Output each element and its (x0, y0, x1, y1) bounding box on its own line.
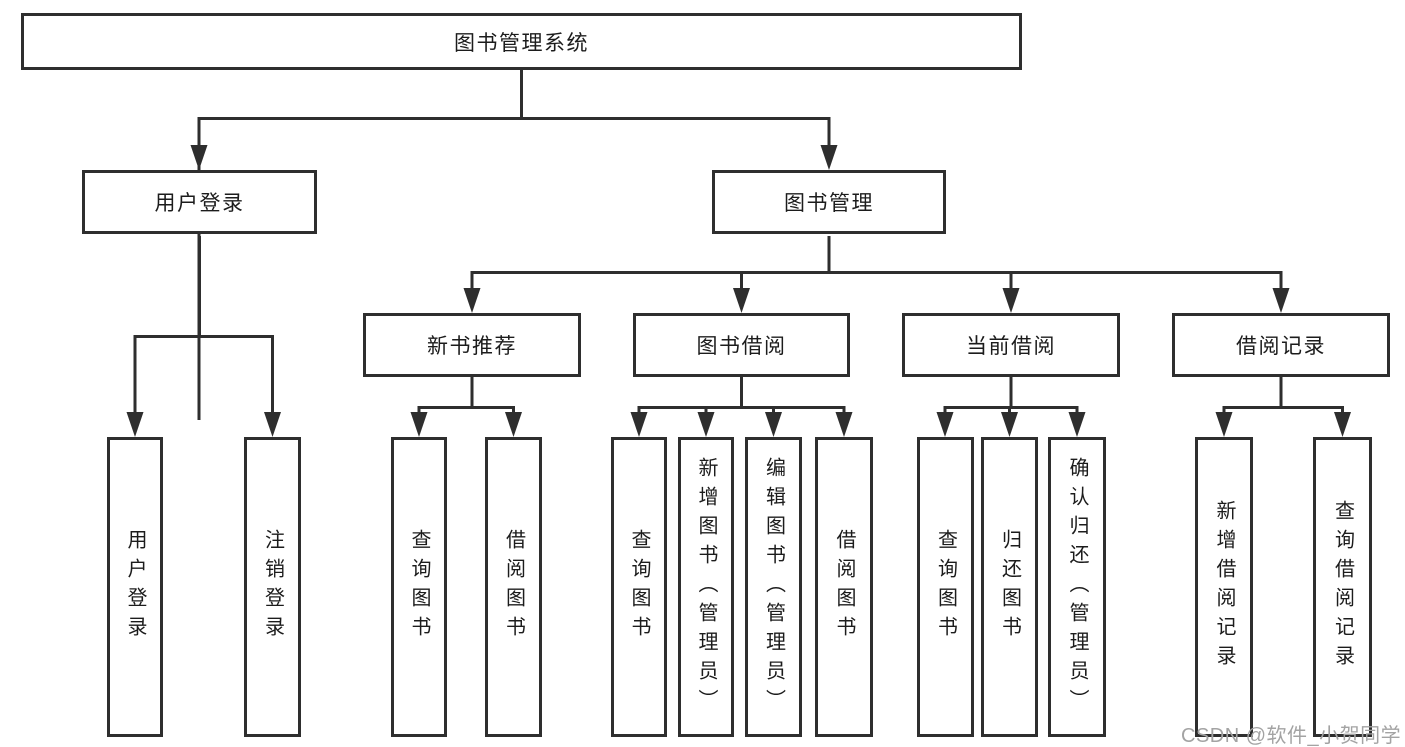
connector-borrow-record-to-leaves (1215, 377, 1351, 437)
node-book-management-label: 图书管理 (784, 192, 874, 215)
connector-current-borrow-to-leaves (936, 377, 1086, 437)
leaf-query-books-3: 查询图书 (917, 437, 974, 737)
leaf-query-books-3-label: 查询图书 (934, 529, 957, 645)
node-new-book-recommend: 新书推荐 (363, 313, 581, 377)
leaf-borrow-books-2: 借阅图书 (815, 437, 873, 737)
leaf-logout: 注销登录 (244, 437, 301, 737)
leaf-borrow-books-1-label: 借阅图书 (502, 529, 525, 645)
node-current-borrow-label: 当前借阅 (966, 335, 1056, 358)
leaf-logout-label: 注销登录 (261, 529, 284, 645)
leaf-query-books-1-label: 查询图书 (408, 529, 430, 645)
leaf-query-borrow-record: 查询借阅记录 (1313, 437, 1372, 737)
node-user-login-label: 用户登录 (154, 192, 245, 215)
node-book-borrow: 图书借阅 (633, 313, 850, 377)
node-current-borrow: 当前借阅 (902, 313, 1120, 377)
leaf-edit-books-admin-label: 编辑图书（管理员） (762, 456, 785, 718)
connector-book-borrow-to-leaves (630, 377, 853, 437)
node-borrow-record: 借阅记录 (1172, 313, 1390, 377)
node-user-login: 用户登录 (82, 170, 317, 234)
node-book-borrow-label: 图书借阅 (696, 335, 787, 358)
leaf-borrow-books-2-label: 借阅图书 (833, 529, 855, 645)
leaf-confirm-return-admin: 确认归还（管理员） (1048, 437, 1106, 737)
leaf-query-borrow-record-label: 查询借阅记录 (1331, 500, 1354, 674)
leaf-add-books-admin-label: 新增图书（管理员） (695, 456, 717, 718)
leaf-user-login-label: 用户登录 (124, 529, 146, 645)
leaf-user-login: 用户登录 (107, 437, 163, 737)
leaf-borrow-books-1: 借阅图书 (485, 437, 542, 737)
node-new-book-recommend-label: 新书推荐 (427, 335, 517, 358)
leaf-return-books-label: 归还图书 (998, 529, 1021, 645)
leaf-query-books-2-label: 查询图书 (628, 529, 650, 645)
leaf-confirm-return-admin-label: 确认归还（管理员） (1066, 456, 1088, 718)
leaf-add-borrow-record-label: 新增借阅记录 (1213, 500, 1235, 674)
node-borrow-record-label: 借阅记录 (1236, 335, 1326, 358)
connector-new-book-rec-to-leaves (410, 377, 522, 437)
leaf-add-borrow-record: 新增借阅记录 (1195, 437, 1253, 737)
connector-book-mgmt-to-level3 (463, 236, 1290, 313)
node-book-management: 图书管理 (712, 170, 946, 234)
leaf-return-books: 归还图书 (981, 437, 1038, 737)
watermark-text: CSDN @软件_小贺同学 (1181, 725, 1402, 747)
node-root-label: 图书管理系统 (454, 31, 589, 55)
leaf-query-books-2: 查询图书 (611, 437, 667, 737)
connector-user-login-to-leaves (126, 236, 281, 437)
leaf-edit-books-admin: 编辑图书（管理员） (745, 437, 802, 737)
leaf-add-books-admin: 新增图书（管理员） (678, 437, 734, 737)
node-root-system: 图书管理系统 (21, 13, 1022, 70)
leaf-query-books-1: 查询图书 (391, 437, 447, 737)
